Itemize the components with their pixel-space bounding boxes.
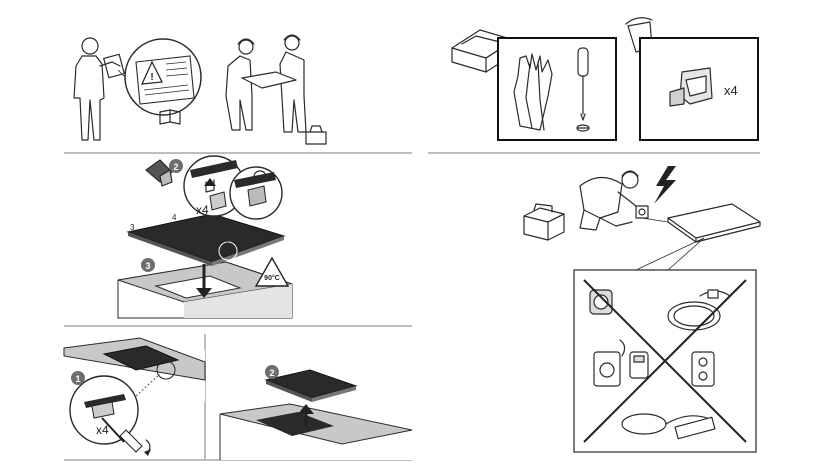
edge-label-3: 3 — [130, 223, 135, 232]
down-arrow-icon — [196, 264, 212, 298]
manual-warning-magnifier-icon: ! — [117, 38, 202, 116]
step-2-badge: 2 — [169, 159, 183, 173]
clip-insert-magnifier-icon — [183, 155, 245, 217]
hob-slab-icon — [667, 203, 761, 243]
toolbox-small-icon — [305, 125, 327, 145]
power-socket-icon — [635, 205, 649, 219]
clip-count-label: x4 — [196, 203, 209, 217]
person-reading-icon — [73, 37, 125, 141]
up-arrow-icon — [298, 404, 314, 426]
remote-control-icon — [629, 351, 649, 379]
power-strip-icon — [621, 413, 716, 440]
bracket-bag-icon — [145, 159, 173, 187]
step-3-badge: 3 — [141, 258, 155, 272]
power-cable-line — [641, 217, 669, 223]
electrician-kneeling-illustration — [579, 170, 645, 231]
double-socket-adapter-icon — [691, 351, 715, 387]
screwdriver-icon — [577, 47, 589, 121]
svg-text:1: 1 — [75, 374, 80, 384]
lightning-bolt-icon — [654, 166, 676, 204]
prohibited-connections-frame — [573, 269, 757, 453]
toolbox-open-icon — [523, 203, 565, 241]
hob-top-illustration: 3 4 — [126, 213, 286, 266]
clip-fixed-magnifier-icon — [229, 166, 283, 220]
prohibited-cross-icon — [583, 279, 747, 443]
bracket-count-label: x4 — [724, 83, 738, 98]
read-manual-illustration: ! — [73, 37, 202, 141]
tools-frame — [497, 37, 617, 141]
svg-text:2: 2 — [173, 162, 178, 172]
bracket-clip-icon — [669, 67, 713, 107]
lifted-hob-illustration — [264, 369, 358, 402]
screw-fixing-magnifier-icon — [69, 373, 161, 456]
countertop-lift-illustration — [219, 403, 413, 460]
lift-step-2-badge: 2 — [265, 365, 279, 379]
svg-text:!: ! — [150, 72, 153, 83]
coiled-extension-cable-icon — [667, 289, 731, 331]
temperature-label: 90°C — [264, 274, 280, 282]
svg-text:2: 2 — [269, 368, 274, 378]
book-icon — [159, 109, 181, 125]
cable-reel-icon — [589, 289, 613, 315]
gloves-icon — [513, 53, 553, 131]
timer-switch-icon — [593, 339, 626, 387]
edge-label-4: 4 — [172, 213, 177, 222]
countertop-fixing-illustration — [63, 337, 206, 402]
step-1-badge: 1 — [71, 371, 85, 385]
screw-head-icon — [576, 124, 590, 132]
two-workers-carrying-hob-illustration — [225, 34, 307, 133]
hot-surface-warning-icon: 90°C — [254, 256, 290, 287]
screw-count-label: x4 — [96, 423, 109, 437]
brackets-frame: x4 — [639, 37, 759, 141]
svg-text:3: 3 — [145, 261, 150, 271]
